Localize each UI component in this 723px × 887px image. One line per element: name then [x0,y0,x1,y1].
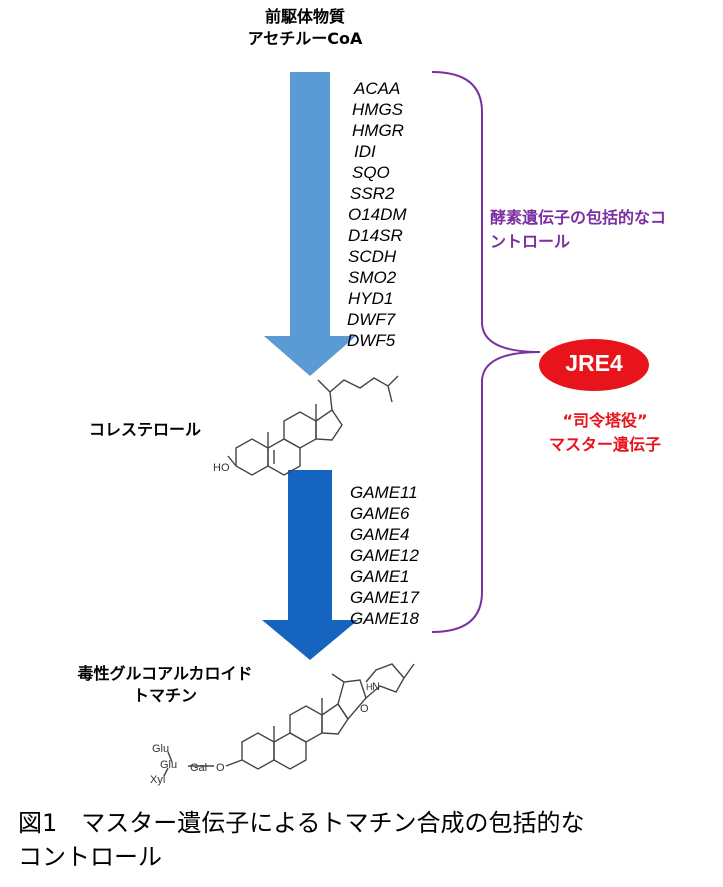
gene-dwf7: DWF7 [347,310,396,329]
tomatine-label-line2: トマチン [132,686,197,705]
tomatine-label: 毒性グルコアルカロイド トマチン [60,663,270,707]
gene-idi: IDI [354,142,376,161]
gene-sqo: SQO [352,163,390,182]
master-desc-line2: マスター遺伝子 [548,435,661,454]
sugar-glu-label-1: Glu [152,743,169,755]
gene-game17: GAME17 [350,588,419,607]
gene-ssr2: SSR2 [350,184,395,203]
master-desc-line1: “司令塔役” [562,411,648,430]
bracket-label-line2: ントロール [490,232,571,251]
bracket-label: 酵素遺伝子の包括的なコ ントロール [490,206,666,254]
gene-game4: GAME4 [350,525,410,544]
gene-game1: GAME1 [350,567,410,586]
upper-gene-list: ACAA HMGS HMGR IDI SQO SSR2 O14DM D14SR … [344,78,407,351]
tomatine-structure [163,663,415,777]
gene-acaa: ACAA [354,79,401,98]
sugar-gal-label: Gal [190,762,207,774]
gene-d14sr: D14SR [348,226,403,245]
tomatine-label-line1: 毒性グルコアルカロイド [77,664,253,683]
master-gene-description: “司令塔役” マスター遺伝子 [540,409,670,457]
nitrogen-label: N [372,681,380,693]
lower-gene-list: GAME11 GAME6 GAME4 GAME12 GAME1 GAME17 G… [350,482,419,629]
upper-pathway-arrow [264,72,356,376]
gene-game11: GAME11 [350,483,418,502]
header: 前駆体物質 アセチルーCoA [230,6,380,50]
gene-hyd1: HYD1 [348,289,394,308]
gene-game18: GAME18 [350,609,419,628]
control-bracket [431,71,541,633]
precursor-compound: アセチルーCoA [247,29,363,48]
gene-scdh: SCDH [348,247,397,266]
lower-pathway-arrow [262,470,358,660]
sugar-xyl-label: Xyl [150,774,165,786]
caption-line2: コントロール [18,843,162,871]
gene-hmgs: HMGS [352,100,403,119]
caption-line1: 図1 マスター遺伝子によるトマチン合成の包括的な [18,809,585,837]
master-gene-ellipse [539,339,649,391]
master-gene-name: JRE4 [565,350,623,376]
precursor-label: 前駆体物質 [264,7,345,26]
cholesterol-structure [227,375,399,476]
gene-game6: GAME6 [350,504,410,523]
gene-game12: GAME12 [350,546,419,565]
bracket-label-line1: 酵素遺伝子の包括的なコ [490,208,667,227]
gene-o14dm: O14DM [348,205,407,224]
gene-hmgr: HMGR [352,121,404,140]
nh-hydrogen-label: H [366,682,373,692]
sugar-glu-label-2: Glu [160,759,177,771]
hydroxyl-label: HO [213,462,230,474]
glycoside-oxygen-label: O [216,762,225,774]
figure-caption: 図1 マスター遺伝子によるトマチン合成の包括的な コントロール [18,806,585,874]
gene-smo2: SMO2 [348,268,397,287]
cholesterol-label: コレステロール [89,420,202,439]
gene-dwf5: DWF5 [347,331,396,350]
ring-oxygen-label: O [360,703,369,715]
